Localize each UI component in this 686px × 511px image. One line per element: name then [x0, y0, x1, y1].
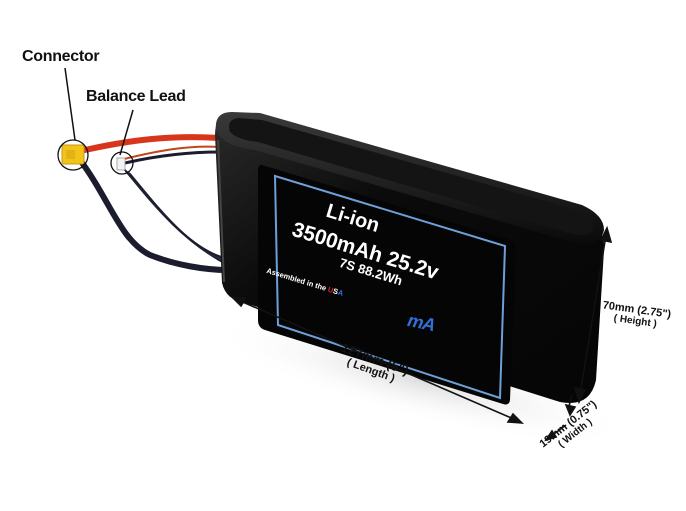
balance-plug	[110, 151, 134, 175]
wires	[77, 134, 231, 273]
xt-connector	[57, 139, 89, 171]
connector-leader-line	[64, 67, 76, 141]
balance-leader-line	[119, 109, 134, 156]
dimension-arrows	[229, 225, 613, 442]
connector-callout: Connector	[22, 48, 100, 65]
balance-lead-callout: Balance Lead	[86, 88, 186, 105]
battery-label	[258, 164, 516, 405]
